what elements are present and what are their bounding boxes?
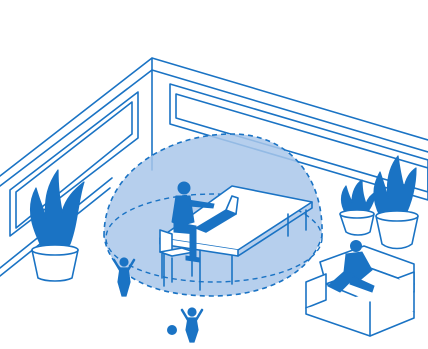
plant-icon [31, 170, 84, 281]
plant-icon [340, 180, 376, 235]
dot-icon [167, 325, 177, 335]
standing-person-icon [182, 308, 202, 342]
plant-icon [374, 156, 418, 249]
